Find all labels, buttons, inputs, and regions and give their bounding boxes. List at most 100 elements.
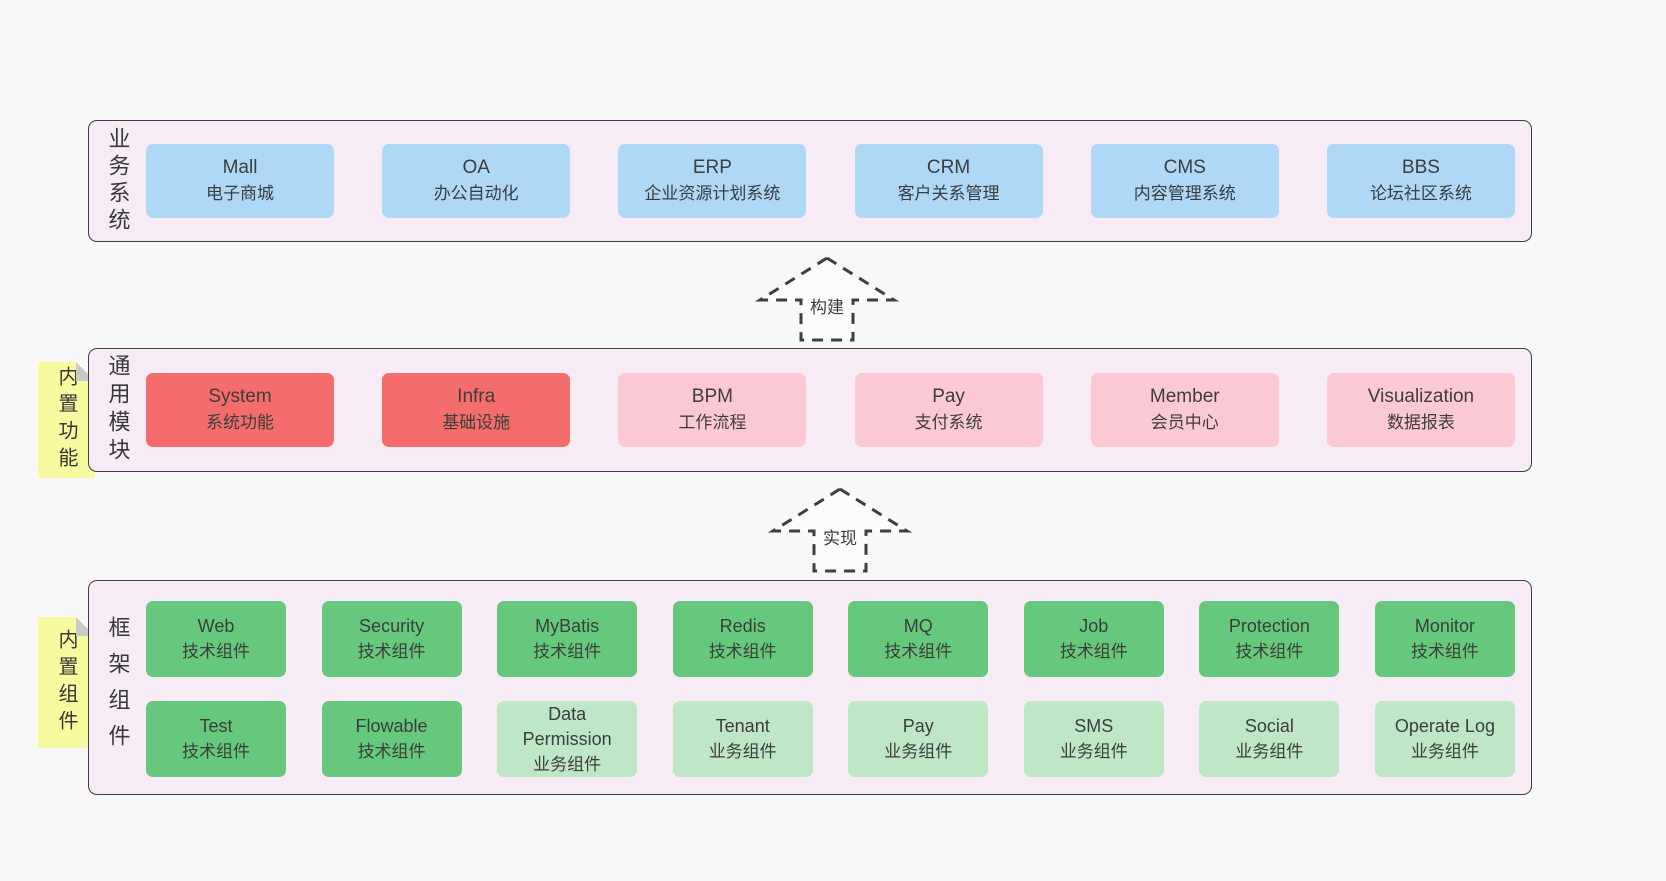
module-box-mybatis: MyBatis 技术组件 (497, 601, 638, 677)
module-box-title: Flowable (355, 716, 428, 736)
module-box-title: Web (197, 616, 235, 636)
module-box-erp: ERP 企业资源计划系统 (618, 144, 807, 218)
module-box-title: Pay (902, 716, 934, 736)
module-box-data-permission: Data Permission 业务组件 (497, 701, 638, 777)
module-box-subtitle: 会员中心 (1150, 413, 1219, 432)
module-box-subtitle: 客户关系管理 (897, 184, 1000, 203)
module-box-subtitle: 电子商城 (206, 184, 274, 203)
sticky-note-built-in-components: 内置组件 (38, 617, 95, 748)
module-box-subtitle: 内容管理系统 (1133, 184, 1236, 203)
module-box-subtitle: 论坛社区系统 (1369, 184, 1472, 203)
module-box-title: Monitor (1414, 616, 1475, 636)
implement-arrow-label: 实现 (820, 524, 860, 549)
module-box-title: Protection (1228, 616, 1310, 636)
module-box-title: Infra (457, 386, 496, 407)
module-box-pay: Pay 业务组件 (848, 701, 989, 777)
module-box-redis: Redis 技术组件 (672, 601, 813, 677)
module-box-subtitle: 技术组件 (708, 642, 777, 661)
module-box-crm: CRM 客户关系管理 (854, 144, 1043, 218)
common-modules-boxes: System 系统功能 Infra 基础设施 BPM 工作流程 Pay 支付系统 Member 会… (146, 349, 1531, 471)
module-box-pay: Pay 支付系统 (854, 373, 1043, 447)
sticky-note-built-in-features: 内置功能 (38, 362, 95, 478)
panel-business-systems: 业务系统 Mall 电子商城 OA 办公自动化 ERP 企业资源计划系统 CRM 客户关系管理… (88, 120, 1532, 242)
build-arrow: 构建 (754, 255, 900, 343)
module-box-subtitle: 技术组件 (1059, 642, 1128, 661)
module-box-title: System (208, 386, 272, 407)
module-box-title: Pay (932, 386, 965, 407)
module-box-test: Test 技术组件 (146, 701, 286, 777)
module-box-subtitle: 数据报表 (1386, 413, 1455, 432)
module-box-title: Member (1149, 386, 1220, 407)
module-box-title: ERP (692, 157, 732, 178)
sticky-note-label: 内置组件 (55, 628, 77, 737)
module-box-title: Mall (222, 157, 258, 178)
module-box-title: CMS (1163, 157, 1206, 178)
module-box-tenant: Tenant 业务组件 (672, 701, 813, 777)
module-box-subtitle: 技术组件 (182, 742, 250, 761)
module-box-cms: CMS 内容管理系统 (1090, 144, 1279, 218)
module-box-title: Operate Log (1394, 716, 1495, 736)
module-box-bbs: BBS 论坛社区系统 (1326, 144, 1515, 218)
module-box-subtitle: 办公自动化 (433, 184, 519, 203)
module-box-bpm: BPM 工作流程 (618, 373, 807, 447)
module-box-title: Test (199, 716, 233, 736)
module-box-title: Visualization (1367, 386, 1475, 407)
business-systems-boxes: Mall 电子商城 OA 办公自动化 ERP 企业资源计划系统 CRM 客户关系管理 CMS 内容… (146, 121, 1531, 241)
module-box-member: Member 会员中心 (1090, 373, 1279, 447)
sticky-note-label: 内置功能 (55, 366, 77, 474)
module-box-subtitle: 技术组件 (357, 642, 426, 661)
module-box-subtitle: 技术组件 (357, 742, 426, 761)
module-box-subtitle: 基础设施 (442, 413, 511, 432)
module-box-flowable: Flowable 技术组件 (321, 701, 462, 777)
module-box-title: Redis (719, 616, 766, 636)
panel-label-common-modules: 通用模块 (105, 354, 131, 466)
module-box-subtitle: 业务组件 (1410, 742, 1479, 761)
module-box-subtitle: 技术组件 (182, 642, 250, 661)
module-box-subtitle: 业务组件 (533, 754, 602, 774)
module-box-protection: Protection 技术组件 (1199, 601, 1340, 677)
implement-arrow: 实现 (767, 486, 913, 574)
module-box-title: Social (1244, 716, 1294, 736)
module-box-title: SMS (1074, 716, 1114, 736)
module-box-title: Tenant (715, 716, 770, 736)
module-box-subtitle: 支付系统 (914, 413, 983, 432)
module-box-subtitle: 工作流程 (678, 413, 747, 432)
module-box-oa: OA 办公自动化 (382, 144, 571, 218)
module-box-subtitle: 技术组件 (1235, 642, 1304, 661)
module-box-subtitle: 系统功能 (206, 413, 274, 432)
module-box-infra: Infra 基础设施 (382, 373, 571, 447)
module-box-title: OA (462, 157, 490, 178)
module-box-subtitle: 企业资源计划系统 (644, 184, 781, 203)
module-box-web: Web 技术组件 (146, 601, 286, 677)
module-box-title: CRM (926, 157, 971, 178)
module-box-title: MyBatis (535, 616, 600, 636)
module-box-title: BPM (691, 386, 733, 407)
module-box-title: Data Permission (522, 703, 612, 749)
module-box-subtitle: 技术组件 (1410, 642, 1479, 661)
module-box-title: Job (1079, 616, 1109, 636)
module-box-subtitle: 业务组件 (884, 742, 953, 761)
module-box-visualization: Visualization 数据报表 (1326, 373, 1515, 447)
build-arrow-label: 构建 (807, 293, 847, 318)
module-box-subtitle: 技术组件 (884, 642, 953, 661)
module-box-mall: Mall 电子商城 (146, 144, 334, 218)
panel-label-business-systems: 业务系统 (105, 127, 131, 235)
module-box-subtitle: 业务组件 (708, 742, 777, 761)
module-box-system: System 系统功能 (146, 373, 334, 447)
panel-label-framework-components: 框架组件 (105, 615, 131, 760)
module-box-job: Job 技术组件 (1023, 601, 1164, 677)
module-box-security: Security 技术组件 (321, 601, 462, 677)
module-box-title: Security (359, 616, 425, 636)
panel-common-modules: 通用模块 System 系统功能 Infra 基础设施 BPM 工作流程 Pay 支付系统 Me… (88, 348, 1532, 472)
module-box-subtitle: 技术组件 (533, 642, 602, 661)
module-box-monitor: Monitor 技术组件 (1374, 601, 1515, 677)
module-box-title: BBS (1401, 157, 1440, 178)
